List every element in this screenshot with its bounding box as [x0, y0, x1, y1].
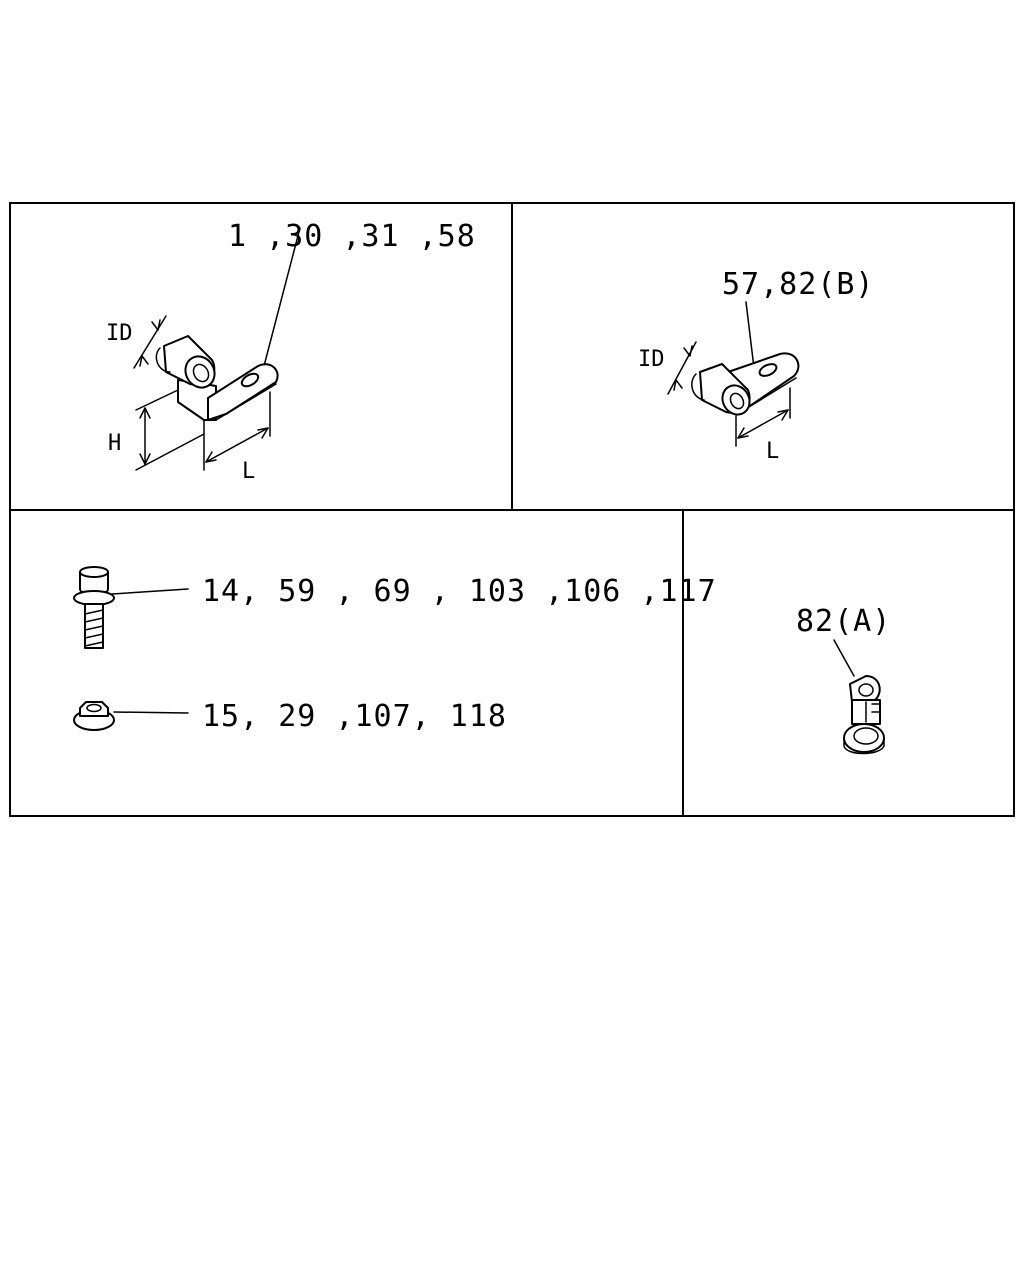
double-clip-lower-bore — [853, 727, 879, 745]
panel-double-clip: 82(A) — [796, 604, 891, 755]
flat-clip-l-dimension: L — [735, 387, 791, 464]
flat-clip-id-label: ID — [638, 347, 665, 372]
l-clip-foot — [207, 363, 279, 421]
panel-fasteners: 14, 59 , 69 , 103 ,106 ,117 15, 29 ,107,… — [73, 566, 717, 734]
panel-flat-clip: 57,82(B) ID L — [638, 267, 875, 464]
l-clip-id-label: ID — [106, 321, 133, 346]
l-clip-id-dimension: ID — [106, 315, 167, 369]
l-clip-l-label: L — [242, 459, 255, 484]
panel-l-clip: 1 ,30 ,31 ,58 ID — [106, 219, 476, 484]
bolt-thread — [84, 609, 104, 647]
l-clip-h-label: H — [108, 431, 121, 456]
bolt-leader-line — [111, 588, 189, 595]
l-clip-drawing — [155, 335, 279, 421]
bolt-callout: 14, 59 , 69 , 103 ,106 ,117 — [202, 574, 717, 609]
flat-clip-tube-bore — [729, 392, 745, 410]
l-clip-l-dimension: L — [203, 391, 271, 484]
flat-clip-drawing — [691, 352, 800, 416]
l-clip-leader-line — [263, 227, 301, 367]
nut-callout: 15, 29 ,107, 118 — [202, 699, 507, 734]
l-clip-mounting-hole — [240, 372, 260, 388]
panel-grid — [9, 202, 1015, 817]
l-clip-tube-bore — [192, 363, 210, 383]
nut-hex-body — [79, 701, 109, 717]
double-clip-leader-line — [833, 639, 855, 677]
l-clip-h-dimension: H — [108, 389, 205, 471]
flat-clip-leader-line — [745, 301, 755, 369]
nut-bore — [86, 703, 102, 713]
flat-clip-id-dimension: ID — [638, 341, 697, 395]
flat-clip-mounting-hole — [758, 363, 778, 377]
flat-clip-callout: 57,82(B) — [722, 267, 875, 302]
l-clip-callout: 1 ,30 ,31 ,58 — [228, 219, 476, 254]
double-clip-upper-ring — [849, 675, 881, 703]
double-clip-callout: 82(A) — [796, 604, 891, 639]
nut-leader-line — [113, 711, 189, 714]
double-clip-drawing — [843, 675, 885, 755]
flange-bolt-drawing — [73, 566, 115, 649]
flange-nut-drawing — [73, 701, 115, 731]
flat-clip-l-label: L — [766, 439, 779, 464]
bolt-flange — [73, 590, 115, 606]
